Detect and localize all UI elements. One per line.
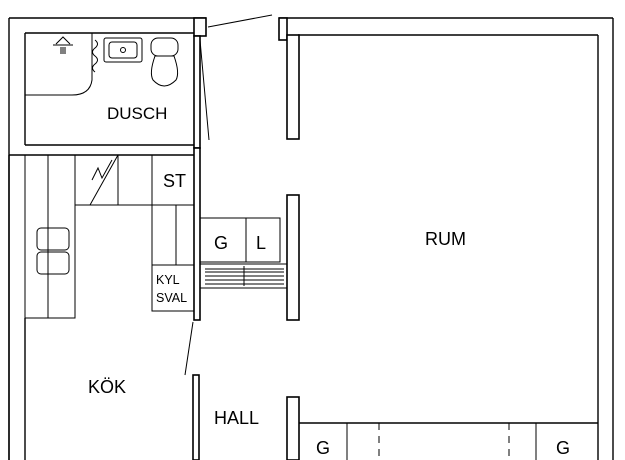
closet-left-label: G [316, 438, 330, 458]
kitchen-right-wall [193, 147, 201, 321]
room-label-dusch: DUSCH [107, 104, 167, 123]
shower-curtain [92, 39, 98, 73]
rum-left-wall-lower [286, 396, 300, 460]
kitchen: ST KYL SVAL KÖK [8, 147, 201, 460]
bathroom-door [199, 39, 210, 141]
entrance-jamb-left [193, 17, 207, 37]
bottom-closets: G G [299, 422, 598, 460]
toilet-icon [150, 37, 179, 87]
fridge-label-line2: SVAL [156, 291, 187, 305]
room-walls: RUM [286, 34, 466, 460]
shower-head-icon [53, 36, 73, 54]
shelf-rails [199, 263, 289, 289]
stove-label: ST [163, 171, 186, 191]
hall: G L HALL [192, 217, 289, 460]
shower-tray [25, 33, 93, 96]
dishwasher-symbol [89, 154, 119, 206]
bathroom: DUSCH [9, 33, 210, 156]
bathroom-right-wall [193, 35, 201, 149]
rum-left-wall-middle [286, 194, 300, 321]
room-label-rum: RUM [425, 229, 466, 249]
hall-left-wall [192, 374, 200, 460]
linen-l-label: L [256, 233, 266, 253]
linen-l [245, 217, 281, 263]
room-label-kok: KÖK [88, 377, 126, 397]
entrance-jamb-right [278, 17, 288, 41]
kitchen-counter-left [24, 154, 76, 319]
entrance-door [207, 14, 273, 28]
wardrobe-g-label: G [214, 233, 228, 253]
sink-icon [103, 37, 143, 63]
fridge-label-line1: KYL [156, 273, 180, 287]
rum-left-wall-upper [286, 34, 300, 140]
kitchen-sink-icon [36, 227, 70, 275]
kitchen-door [184, 321, 194, 376]
room-label-hall: HALL [214, 408, 259, 428]
closet-right-label: G [556, 438, 570, 458]
